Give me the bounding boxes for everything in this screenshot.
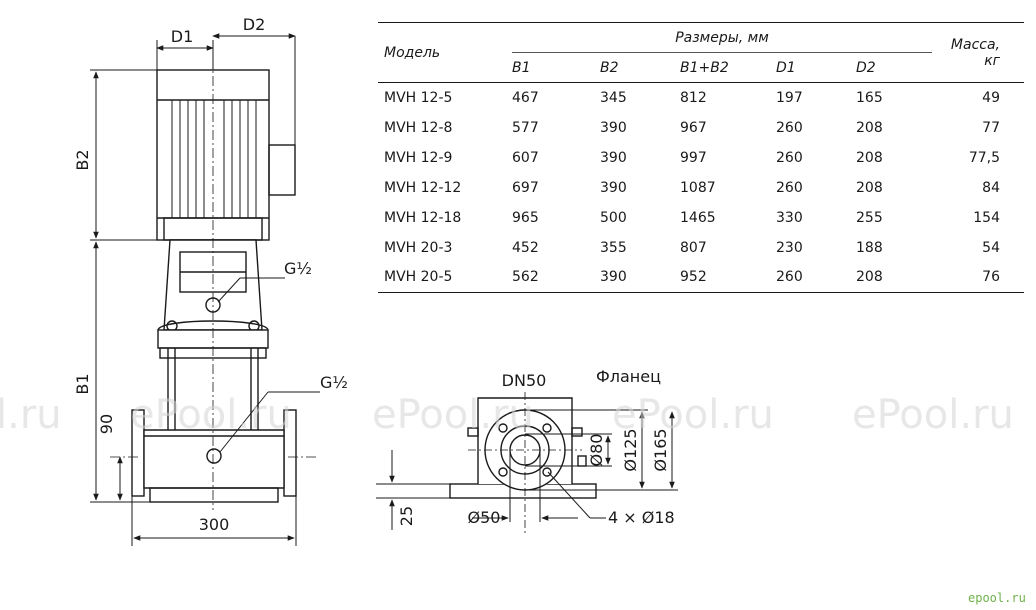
cell-model: MVH 12-9 bbox=[384, 149, 453, 166]
watermarks: l.ru ePool.ru ePool.ru ePool.ru ePool.ru… bbox=[0, 392, 1026, 605]
cell-b2: 390 bbox=[600, 149, 627, 166]
table-row: MVH 12-12 697 390 1087 260 208 84 bbox=[378, 173, 1024, 203]
flange-labels: DN50 Фланец Ø80 Ø125 Ø165 Ø50 25 4 × Ø18 bbox=[397, 367, 675, 527]
label-d1: D1 bbox=[171, 27, 194, 46]
header-d1: D1 bbox=[776, 59, 796, 76]
cell-b1-b2: 1087 bbox=[680, 179, 716, 196]
cell-mass: 77 bbox=[982, 119, 1000, 136]
label-width-300: 300 bbox=[199, 515, 230, 534]
cell-mass: 54 bbox=[982, 239, 1000, 256]
header-d2: D2 bbox=[856, 59, 876, 76]
cell-b1: 697 bbox=[512, 179, 539, 196]
motor-fins bbox=[171, 100, 257, 218]
table-row: MVH 20-3 452 355 807 230 188 54 bbox=[378, 233, 1024, 263]
brand-mark: epool.ru bbox=[968, 591, 1026, 605]
watermark-partial: l.ru bbox=[0, 392, 62, 438]
cell-d1: 260 bbox=[776, 119, 803, 136]
cell-b2: 390 bbox=[600, 262, 680, 293]
cell-mass: 84 bbox=[982, 179, 1000, 196]
header-b1-b2: B1+B2 bbox=[680, 59, 729, 76]
label-d2: D2 bbox=[243, 15, 266, 34]
cell-model: MVH 12-12 bbox=[384, 179, 462, 196]
cell-d2: 208 bbox=[856, 119, 883, 136]
watermark-1: ePool.ru bbox=[130, 392, 292, 438]
dimensions-table: Модель Размеры, мм Масса, кг B1 B2 B1+B2… bbox=[378, 22, 1024, 293]
flange-view bbox=[449, 392, 597, 536]
cell-d1: 260 bbox=[776, 262, 856, 293]
label-g-upper: G½ bbox=[284, 259, 312, 278]
cell-mass: 77,5 bbox=[968, 149, 1000, 166]
header-b1: B1 bbox=[512, 59, 531, 76]
cell-b1: 577 bbox=[512, 119, 539, 136]
cell-b1: 467 bbox=[512, 82, 600, 113]
table-row: MVH 12-5 467 345 812 197 165 49 bbox=[378, 82, 1024, 113]
label-d50: Ø50 bbox=[468, 508, 501, 527]
watermark-2: ePool.ru bbox=[372, 392, 534, 438]
cell-b1-b2: 1465 bbox=[680, 209, 716, 226]
front-view-labels: D1 D2 B2 B1 90 300 G½ G½ bbox=[73, 15, 348, 534]
table-row: MVH 12-9 607 390 997 260 208 77,5 bbox=[378, 143, 1024, 173]
cell-model: MVH 12-18 bbox=[384, 209, 462, 226]
cell-b1-b2: 997 bbox=[680, 149, 707, 166]
label-flange: Фланец bbox=[596, 367, 661, 386]
header-b2: B2 bbox=[600, 59, 619, 76]
table-row: MVH 20-5 562 390 952 260 208 76 bbox=[378, 262, 1024, 293]
cell-model: MVH 20-5 bbox=[378, 262, 512, 293]
cell-b2: 345 bbox=[600, 82, 680, 113]
header-model: Модель bbox=[378, 22, 512, 83]
label-d125: Ø125 bbox=[621, 428, 640, 471]
cell-b2: 355 bbox=[600, 239, 627, 256]
cell-b2: 390 bbox=[600, 179, 627, 196]
cell-b1-b2: 807 bbox=[680, 239, 707, 256]
label-height-25: 25 bbox=[397, 506, 416, 526]
table-row: MVH 12-8 577 390 967 260 208 77 bbox=[378, 113, 1024, 143]
cell-b2: 500 bbox=[600, 209, 627, 226]
label-dn50: DN50 bbox=[502, 371, 547, 390]
cell-d2: 165 bbox=[856, 82, 932, 113]
cell-d2: 255 bbox=[856, 209, 883, 226]
cell-b1: 452 bbox=[512, 239, 539, 256]
cell-d1: 230 bbox=[776, 239, 803, 256]
table-row: MVH 12-18 965 500 1465 330 255 154 bbox=[378, 203, 1024, 233]
label-d80: Ø80 bbox=[587, 434, 606, 467]
cell-d1: 197 bbox=[776, 82, 856, 113]
label-holes: 4 × Ø18 bbox=[608, 508, 675, 527]
cell-d2: 188 bbox=[856, 239, 883, 256]
label-height-90: 90 bbox=[97, 414, 116, 434]
cell-model: MVH 12-8 bbox=[384, 119, 453, 136]
cell-b1-b2: 967 bbox=[680, 119, 707, 136]
cell-b2: 390 bbox=[600, 119, 627, 136]
cell-b1: 562 bbox=[512, 262, 600, 293]
cell-d2: 208 bbox=[856, 149, 883, 166]
header-sizes: Размеры, мм bbox=[512, 22, 932, 53]
cell-d1: 260 bbox=[776, 179, 803, 196]
cell-d2: 208 bbox=[856, 179, 883, 196]
cell-b1-b2: 812 bbox=[680, 82, 776, 113]
cell-model: MVH 20-3 bbox=[384, 239, 453, 256]
label-d165: Ø165 bbox=[651, 428, 670, 471]
cell-b1-b2: 952 bbox=[680, 262, 776, 293]
watermark-4: ePool.ru bbox=[852, 392, 1014, 438]
cell-d1: 260 bbox=[776, 149, 803, 166]
terminal-box bbox=[268, 144, 296, 196]
cell-b1: 965 bbox=[512, 209, 539, 226]
front-view-dimensions bbox=[90, 33, 320, 546]
label-b1: B1 bbox=[73, 373, 92, 394]
cell-d2: 208 bbox=[856, 262, 932, 293]
cell-mass: 76 bbox=[932, 262, 1024, 293]
cell-mass: 49 bbox=[932, 82, 1024, 113]
label-b2: B2 bbox=[73, 149, 92, 170]
cell-mass: 154 bbox=[973, 209, 1000, 226]
flange-dimensions bbox=[376, 409, 678, 530]
cell-model: MVH 12-5 bbox=[378, 82, 512, 113]
label-g-lower: G½ bbox=[320, 373, 348, 392]
pump-front-view bbox=[110, 40, 316, 510]
cell-d1: 330 bbox=[776, 209, 803, 226]
watermark-3: ePool.ru bbox=[612, 392, 774, 438]
cell-b1: 607 bbox=[512, 149, 539, 166]
header-mass: Масса, кг bbox=[932, 22, 1024, 83]
